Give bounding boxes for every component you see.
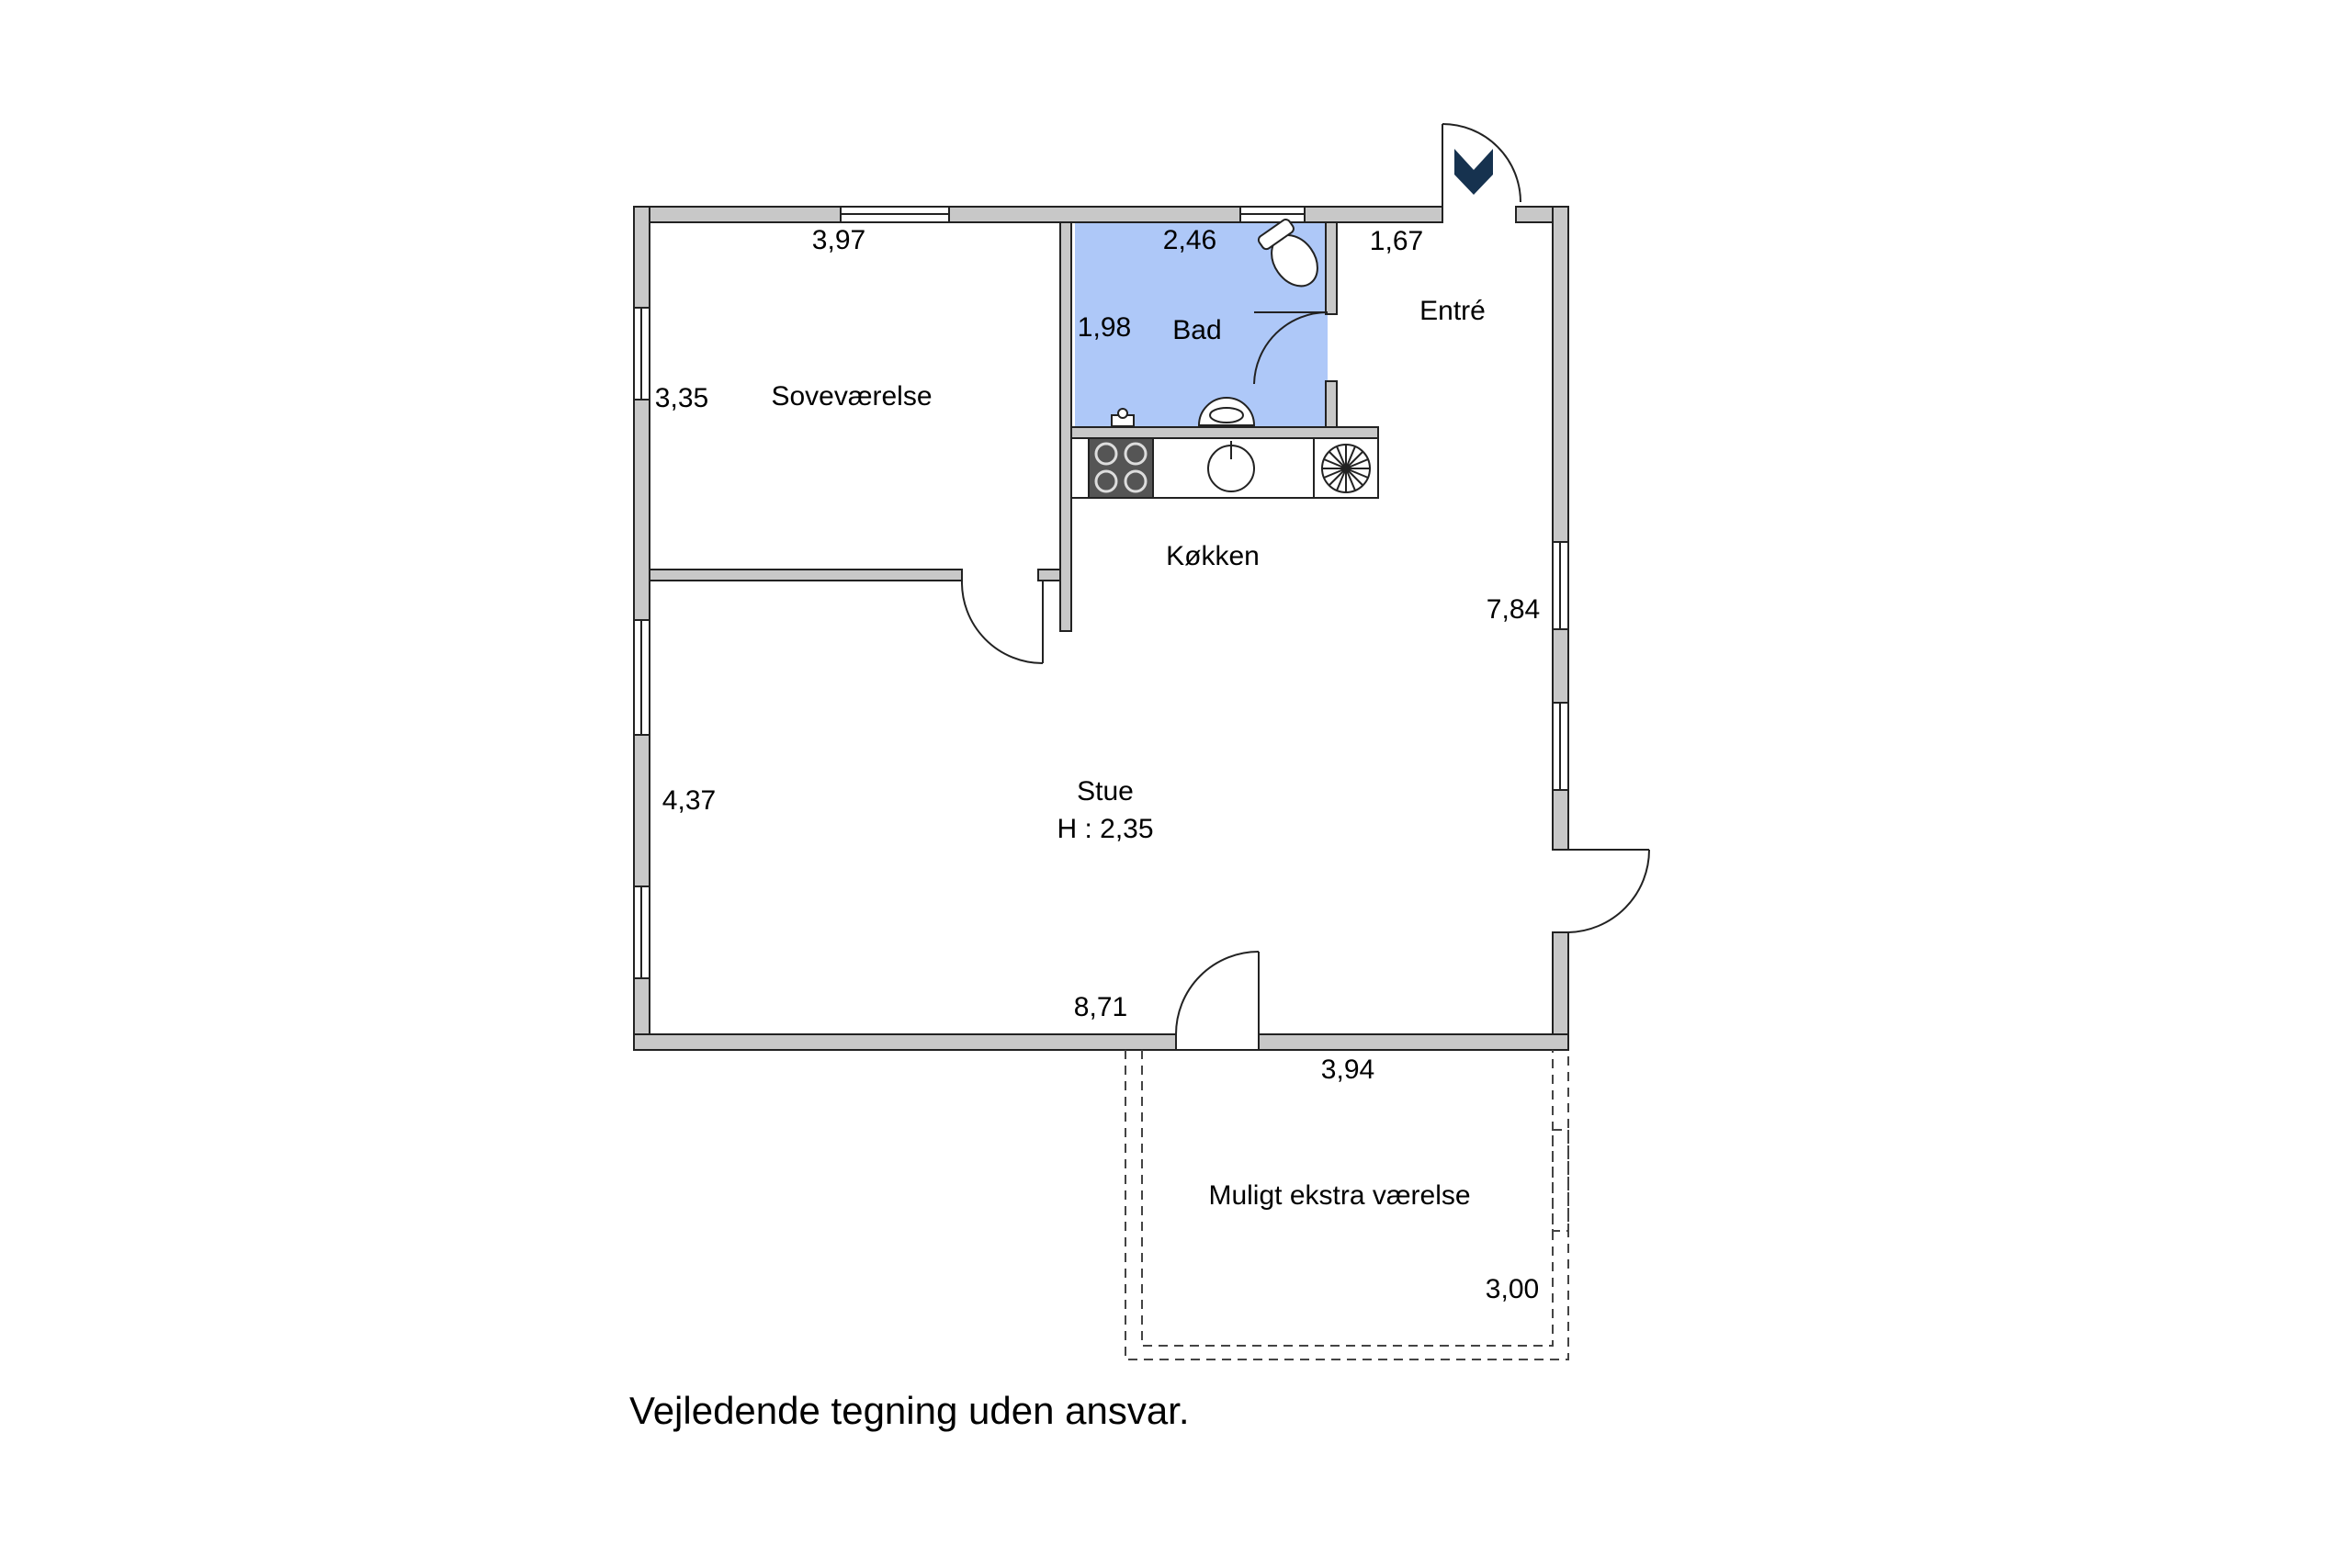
kitchen-counter: [1070, 437, 1379, 499]
dim-bedroom-width: 3,97: [812, 225, 865, 255]
windows: [633, 206, 1569, 979]
room-label-entry: Entré: [1419, 296, 1486, 326]
dim-bath-depth: 1,98: [1078, 312, 1131, 343]
dim-bath-width: 2,46: [1163, 225, 1216, 255]
dim-extra-depth: 3,00: [1486, 1274, 1539, 1304]
dim-total-width: 8,71: [1074, 992, 1127, 1022]
dim-right-depth: 7,84: [1487, 594, 1540, 625]
room-label-bath: Bad: [1172, 315, 1221, 345]
dim-bedroom-depth: 3,35: [655, 383, 708, 413]
interior-walls: [649, 221, 1379, 632]
extra-room-outline: [1125, 1050, 1569, 1360]
room-label-bedroom: Soveværelse: [771, 381, 932, 412]
room-label-kitchen: Køkken: [1166, 541, 1260, 571]
room-label-extra: Muligt ekstra værelse: [1208, 1180, 1470, 1211]
toilet-icon: [1257, 219, 1318, 288]
room-label-living-height: H : 2,35: [1057, 814, 1153, 844]
room-label-living: Stue: [1077, 776, 1134, 807]
dim-entry-width: 1,67: [1370, 226, 1423, 256]
disclaimer-caption: Vejledende tegning uden ansvar.: [629, 1389, 1190, 1432]
tap-icon: [1111, 408, 1135, 427]
dim-living-depth: 4,37: [662, 785, 716, 816]
doors: [960, 123, 1650, 1051]
entrance-marker-icon: [1454, 149, 1493, 195]
bath-fixtures: [1111, 219, 1318, 427]
dim-extra-width: 3,94: [1321, 1055, 1374, 1085]
